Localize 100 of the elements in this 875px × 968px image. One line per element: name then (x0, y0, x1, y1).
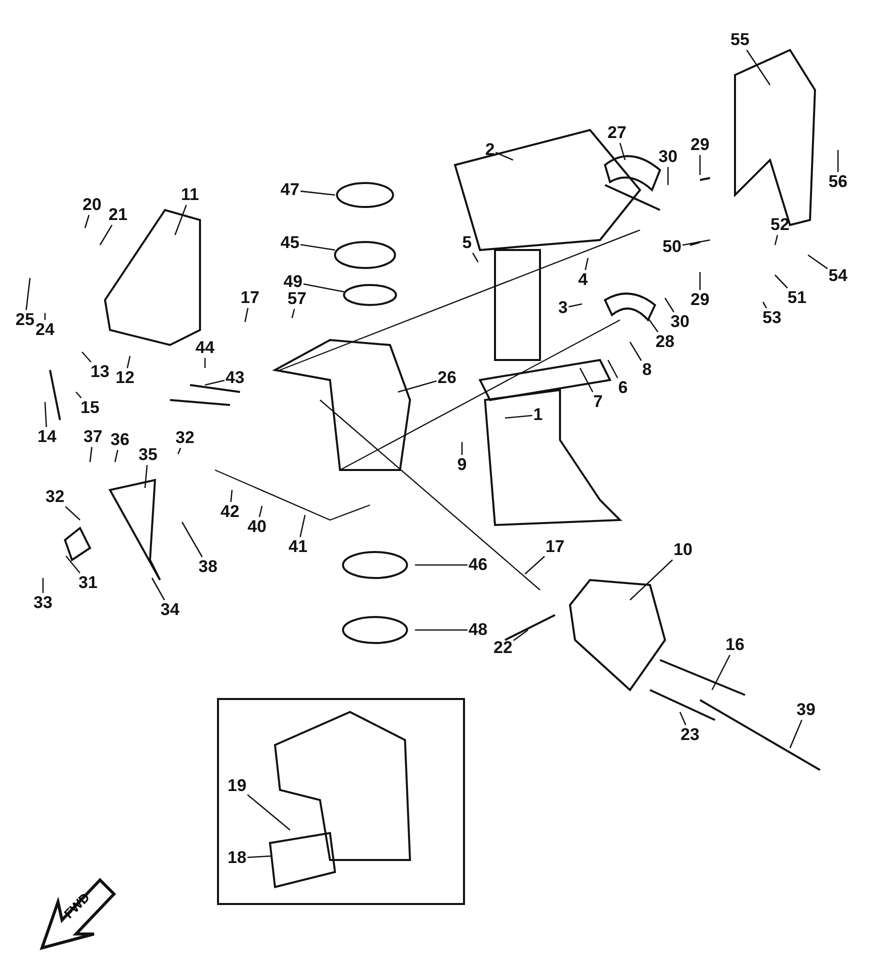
leader-line (808, 254, 828, 270)
leader-line (300, 514, 306, 538)
callout-number: 48 (468, 621, 488, 639)
leader-line (619, 142, 626, 160)
leader-line (114, 450, 118, 462)
callout-number: 42 (220, 503, 240, 521)
callout-number: 57 (288, 290, 306, 308)
leader-line (762, 302, 767, 308)
callout-number: 35 (138, 446, 158, 464)
callout-number: 51 (788, 289, 806, 307)
callout-number: 16 (726, 636, 744, 654)
callout-number: 54 (828, 267, 848, 285)
leader-line (82, 352, 92, 362)
leader-line (647, 318, 658, 332)
callout-number: 2 (485, 141, 495, 159)
leader-line (84, 214, 90, 228)
leader-line (746, 50, 771, 86)
leader-line (151, 578, 165, 600)
callout-number: 11 (181, 186, 199, 204)
leader-line (524, 556, 545, 574)
callout-number: 39 (796, 701, 816, 719)
callout-number: 12 (116, 369, 134, 387)
leader-line (300, 244, 336, 251)
leader-line (504, 414, 532, 419)
callout-number: 21 (108, 206, 128, 224)
callout-number: 52 (770, 216, 790, 234)
leader-line (664, 298, 674, 312)
leader-line (568, 303, 582, 308)
callout-number: 13 (90, 363, 110, 381)
leader-line (789, 720, 802, 748)
leader-line (584, 258, 589, 270)
leader-line (44, 313, 46, 320)
callout-number: 46 (468, 556, 488, 574)
callout-number: 23 (680, 726, 700, 744)
leader-line (177, 448, 182, 454)
callout-number: 44 (196, 339, 214, 357)
leader-line (204, 380, 225, 386)
callout-number: 27 (608, 124, 626, 142)
leader-line (303, 283, 346, 293)
callout-number: 22 (494, 639, 512, 657)
leader-line (513, 629, 528, 642)
callout-number: 26 (438, 369, 456, 387)
callout-number: 7 (593, 393, 603, 411)
callout-number: 17 (240, 289, 260, 307)
leader-line (244, 308, 249, 322)
callout-number: 40 (248, 518, 266, 536)
callout-number: 38 (198, 558, 218, 576)
leader-line (837, 150, 839, 172)
leader-line (230, 490, 233, 502)
leader-line (607, 360, 618, 378)
callout-number: 30 (670, 313, 690, 331)
leader-line (629, 342, 642, 361)
leader-line (774, 234, 778, 246)
leader-line (144, 464, 148, 488)
leader-line (682, 239, 710, 246)
callout-number: 9 (457, 456, 467, 474)
leader-line (415, 629, 468, 631)
callout-number: 37 (84, 428, 102, 446)
leader-line (495, 152, 514, 161)
leader-line (44, 402, 48, 428)
leader-line (415, 564, 468, 566)
callout-number: 25 (16, 311, 34, 329)
callout-number: 19 (228, 777, 246, 795)
callout-number: 28 (656, 333, 674, 351)
leader-line (181, 522, 203, 558)
leader-line (76, 392, 82, 398)
leader-line (461, 442, 463, 455)
leader-line (398, 380, 437, 393)
callout-number: 29 (690, 291, 710, 309)
leader-line (42, 578, 44, 593)
callout-number: 10 (674, 541, 692, 559)
leader-line (258, 506, 263, 518)
callout-number: 8 (642, 361, 652, 379)
callout-number: 20 (82, 196, 102, 214)
callout-number: 17 (546, 538, 564, 556)
leader-line (65, 506, 80, 520)
leader-line (300, 190, 336, 196)
leader-line (126, 356, 131, 368)
callout-number: 56 (828, 173, 848, 191)
callout-number: 49 (284, 273, 302, 291)
callout-number: 53 (762, 309, 782, 327)
callout-number: 4 (578, 271, 588, 289)
callout-number: 18 (228, 849, 246, 867)
leader-line (247, 794, 290, 830)
leader-line (99, 224, 113, 246)
inset-frame (217, 698, 465, 905)
leader-line (247, 855, 272, 858)
callout-number: 55 (730, 31, 750, 49)
leader-line (26, 278, 31, 310)
callout-number: 41 (288, 538, 308, 556)
callout-number: 3 (558, 299, 568, 317)
callout-number: 34 (160, 601, 180, 619)
leader-line (699, 155, 701, 175)
callout-number: 36 (110, 431, 130, 449)
callout-number: 6 (618, 379, 628, 397)
callout-number: 43 (226, 369, 244, 387)
callout-number: 30 (658, 148, 678, 166)
callout-number: 50 (662, 238, 682, 256)
leader-line (204, 358, 206, 368)
leader-line (667, 167, 669, 185)
